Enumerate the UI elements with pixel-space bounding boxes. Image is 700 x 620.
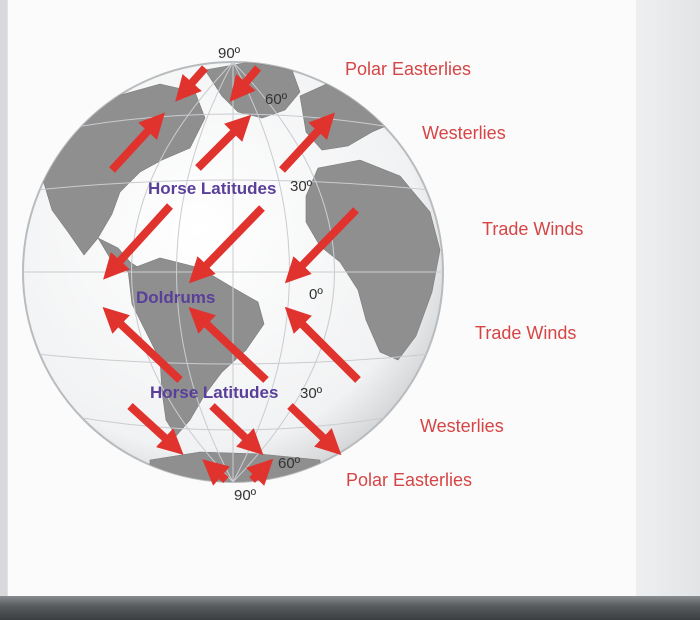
latitude-label-south-90: 90º (234, 487, 257, 504)
latitude-label-equator: 0º (309, 286, 323, 303)
latitude-label-north-60: 60º (265, 91, 288, 108)
wind-label-trade-winds-north: Trade Winds (482, 219, 584, 239)
wind-arrow-icon (284, 207, 359, 284)
globe-icon (22, 61, 444, 483)
wind-arrow-icon (109, 112, 165, 173)
latitude-label-south-60: 60º (278, 455, 301, 472)
wind-arrow-icon (287, 403, 342, 456)
wind-arrow-icon (246, 458, 274, 486)
wind-arrow-icon (202, 459, 230, 486)
wind-label-westerlies-north: Westerlies (422, 123, 506, 143)
wind-arrow-icon (103, 203, 173, 280)
wind-arrow-icon (188, 205, 265, 284)
wind-arrow-icon (209, 403, 264, 456)
wind-arrow-icon (127, 403, 184, 455)
wind-arrow-icon (284, 306, 361, 383)
wind-arrow-icon (175, 65, 208, 102)
wind-arrow-icon (279, 112, 335, 173)
wind-arrow-icon (188, 306, 269, 383)
zone-label-doldrums: Doldrums (136, 288, 216, 307)
latitude-label-north-30: 30º (290, 178, 313, 195)
latitude-label-south-30: 30º (300, 385, 323, 402)
zone-label-horse-latitudes-south: Horse Latitudes (150, 383, 279, 402)
wind-arrow-icon (195, 114, 252, 171)
wind-label-polar-easterlies-south: Polar Easterlies (346, 470, 473, 490)
background-margin (636, 0, 700, 596)
wind-arrow-icon (229, 65, 262, 102)
wind-label-trade-winds-south: Trade Winds (475, 323, 577, 343)
wind-label-westerlies-south: Westerlies (420, 416, 504, 436)
latitude-label-north-90: 90º (218, 45, 241, 62)
zone-label-horse-latitudes-north: Horse Latitudes (148, 179, 277, 198)
wind-arrow-icon (102, 306, 183, 383)
wind-label-polar-easterlies-north: Polar Easterlies (345, 59, 472, 79)
monitor-bezel (0, 596, 700, 620)
